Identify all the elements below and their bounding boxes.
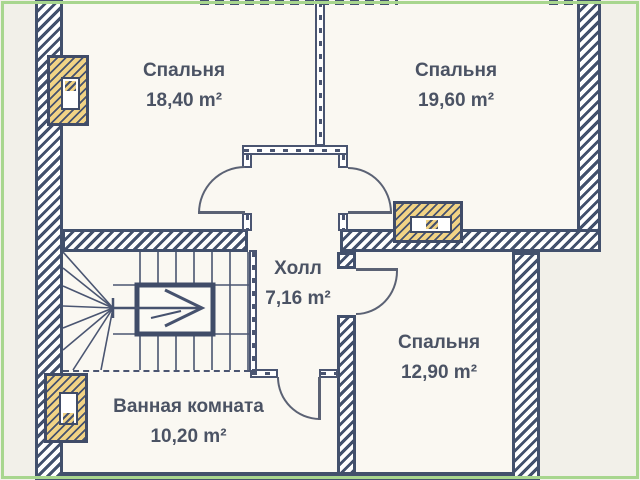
wall-bedroom3-left-upper xyxy=(337,252,356,269)
room-label-bedroom-3: Спальня 12,90 m² xyxy=(369,328,509,388)
partition-bathroom-right xyxy=(319,369,338,378)
wall-right-upper xyxy=(577,0,601,252)
partition-corridor-top xyxy=(242,145,348,155)
room-name: Спальня xyxy=(142,60,226,81)
room-area: 18,40 m² xyxy=(145,90,223,111)
wall-under-bedroom1 xyxy=(62,229,248,252)
stairs-railing xyxy=(249,250,257,372)
stairs xyxy=(63,251,250,371)
partition-bathroom-left xyxy=(250,369,278,378)
radiator-bedroom1 xyxy=(47,55,89,126)
door-bedroom3-leaf xyxy=(356,268,398,271)
room-name: Холл xyxy=(274,258,322,279)
room-label-bedroom-2: Спальня 19,60 m² xyxy=(386,56,526,116)
room-name: Спальня xyxy=(414,60,498,81)
stairs-direction-arrow xyxy=(111,288,206,328)
room-area: 10,20 m² xyxy=(150,426,227,447)
partition-between-top-bedrooms xyxy=(315,0,325,146)
room-area: 19,60 m² xyxy=(417,90,495,111)
partition-corridor-right-upper xyxy=(338,153,348,168)
wall-bedroom3-right xyxy=(512,252,540,480)
wall-under-bedroom2 xyxy=(340,229,601,252)
partition-corridor-left-upper xyxy=(242,153,252,168)
stairs-winder-fan xyxy=(63,251,114,371)
radiator-bedroom2 xyxy=(393,201,463,243)
wall-bottom-cutoff xyxy=(62,472,512,480)
room-name: Спальня xyxy=(397,332,481,353)
room-label-bedroom-1: Спальня 18,40 m² xyxy=(114,56,254,116)
partition-corridor-right-lower xyxy=(338,213,348,231)
room-label-bathroom: Ванная комната 10,20 m² xyxy=(96,392,281,452)
top-wall-dashes-right xyxy=(549,0,592,5)
understairs-dashed-line xyxy=(63,370,250,372)
room-name: Ванная комната xyxy=(113,396,264,417)
floor-corridor-gap xyxy=(248,230,340,252)
room-area: 12,90 m² xyxy=(400,362,478,383)
wall-bedroom3-left-lower xyxy=(337,315,356,480)
room-label-hall: Холл 7,16 m² xyxy=(237,254,359,314)
top-wall-dashes-center xyxy=(200,0,398,5)
radiator-bathroom xyxy=(44,373,88,443)
partition-corridor-left-lower xyxy=(242,213,252,231)
room-area: 7,16 m² xyxy=(265,288,331,309)
